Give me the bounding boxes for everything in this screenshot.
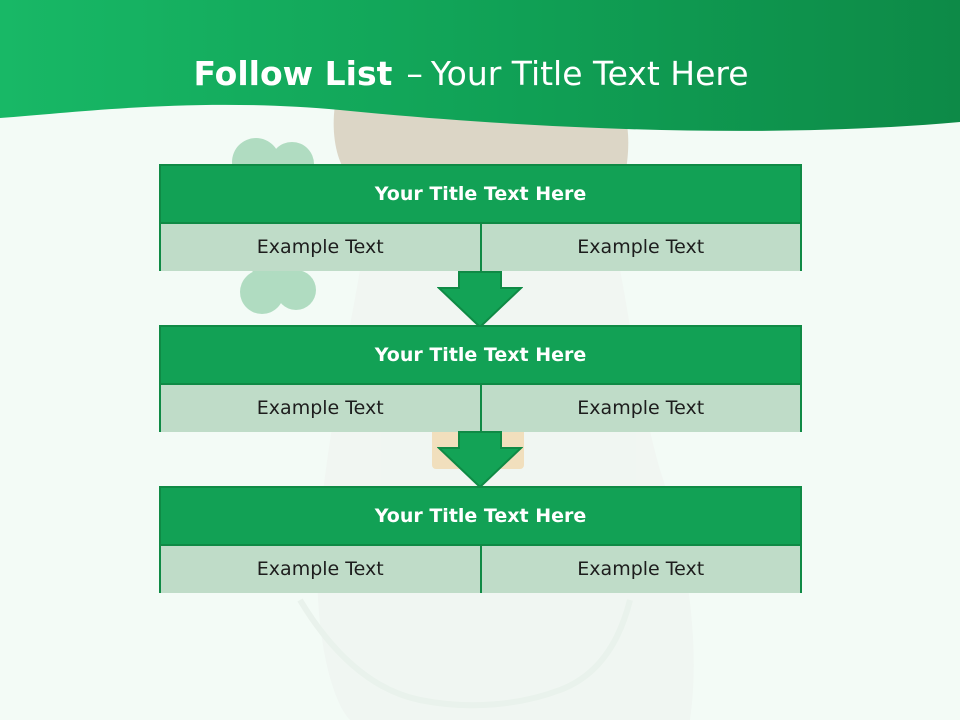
step-cell-left: Example Text: [161, 385, 480, 432]
step-box-2: Your Title Text Here Example Text Exampl…: [159, 325, 802, 432]
step-title: Your Title Text Here: [161, 166, 800, 222]
title-bold-part: Follow List: [193, 54, 393, 93]
step-row: Example Text Example Text: [161, 224, 800, 271]
step-title: Your Title Text Here: [161, 488, 800, 544]
step-cell-left: Example Text: [161, 224, 480, 271]
step-box-3: Your Title Text Here Example Text Exampl…: [159, 486, 802, 593]
step-box-1: Your Title Text Here Example Text Exampl…: [159, 164, 802, 271]
down-arrow-icon: [437, 431, 523, 489]
step-title: Your Title Text Here: [161, 327, 800, 383]
header-band: [0, 0, 960, 131]
step-cell-right: Example Text: [481, 385, 800, 432]
step-row: Example Text Example Text: [161, 385, 800, 432]
step-cell-left: Example Text: [161, 546, 480, 593]
step-cell-right: Example Text: [481, 546, 800, 593]
page-title: Follow List–Your Title Text Here: [0, 52, 942, 96]
title-separator: –: [406, 54, 423, 93]
step-row: Example Text Example Text: [161, 546, 800, 593]
title-rest: Your Title Text Here: [430, 54, 749, 93]
step-cell-right: Example Text: [481, 224, 800, 271]
down-arrow-icon: [437, 271, 523, 329]
